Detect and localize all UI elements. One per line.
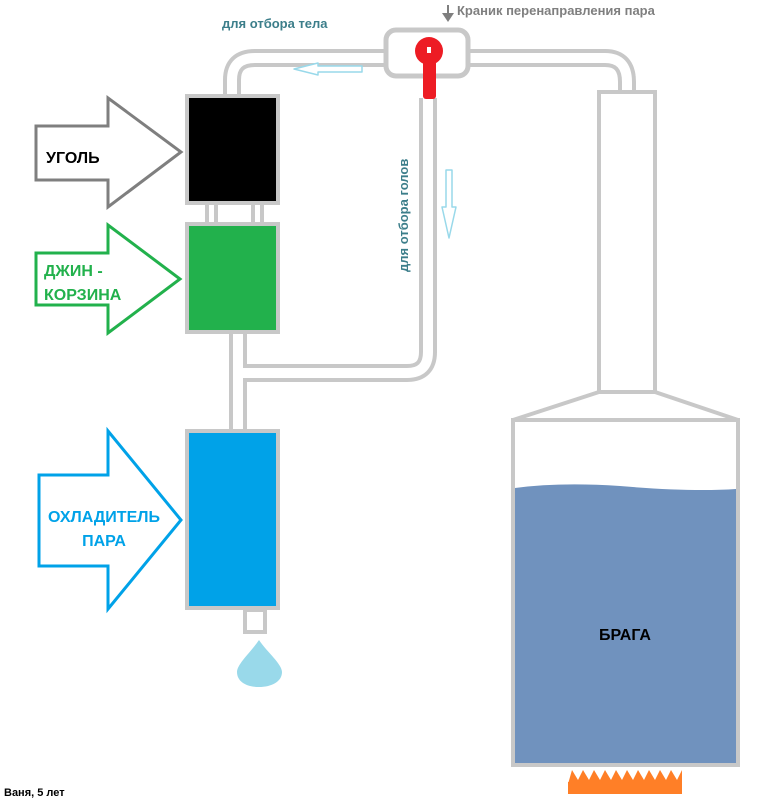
pointer-arrow-icon: [442, 5, 454, 22]
coal-pointer-arrow: [34, 95, 184, 211]
pipe-inner: [227, 53, 632, 430]
mash-tank: [511, 418, 740, 767]
connector-left: [205, 200, 218, 226]
pipe-heads-return-inner: [233, 98, 433, 378]
column-cone: [511, 390, 740, 422]
body-draw-label: для отбора тела: [222, 16, 328, 31]
cooler-block: [185, 429, 280, 610]
pipe-top-right-inner: [460, 53, 632, 92]
cooler-label-line2: ПАРА: [82, 533, 126, 550]
pipe-top-left-inner: [227, 53, 396, 97]
gin-pointer-arrow: [34, 222, 183, 336]
pipe-top-right: [460, 49, 636, 92]
cooler-label-line1: ОХЛАДИТЕЛЬ: [48, 509, 160, 526]
gin-label-line2: КОРЗИНА: [44, 287, 122, 304]
column: [597, 90, 657, 394]
cooler-outlet: [243, 608, 267, 634]
mash-label: БРАГА: [599, 627, 651, 644]
coal-label: УГОЛЬ: [46, 150, 100, 167]
mash-liquid: [515, 484, 736, 763]
gin-basket-block: [185, 222, 280, 334]
connector-right: [251, 200, 264, 226]
cooler-pointer-arrow: [37, 426, 183, 614]
author-label: Ваня, 5 лет: [4, 787, 65, 799]
arrow-down-icon: [441, 169, 457, 239]
drop-icon: [237, 640, 282, 687]
arrow-left-icon: [293, 62, 363, 76]
gin-label-line1: ДЖИН -: [44, 263, 103, 280]
flame-icon: [568, 770, 682, 794]
valve-label: Краник перенаправления пара: [457, 3, 656, 18]
heads-draw-label: для отбора голов: [396, 159, 411, 272]
pipes: [205, 49, 740, 634]
coal-block: [185, 94, 280, 205]
valve-icon: [383, 27, 471, 99]
